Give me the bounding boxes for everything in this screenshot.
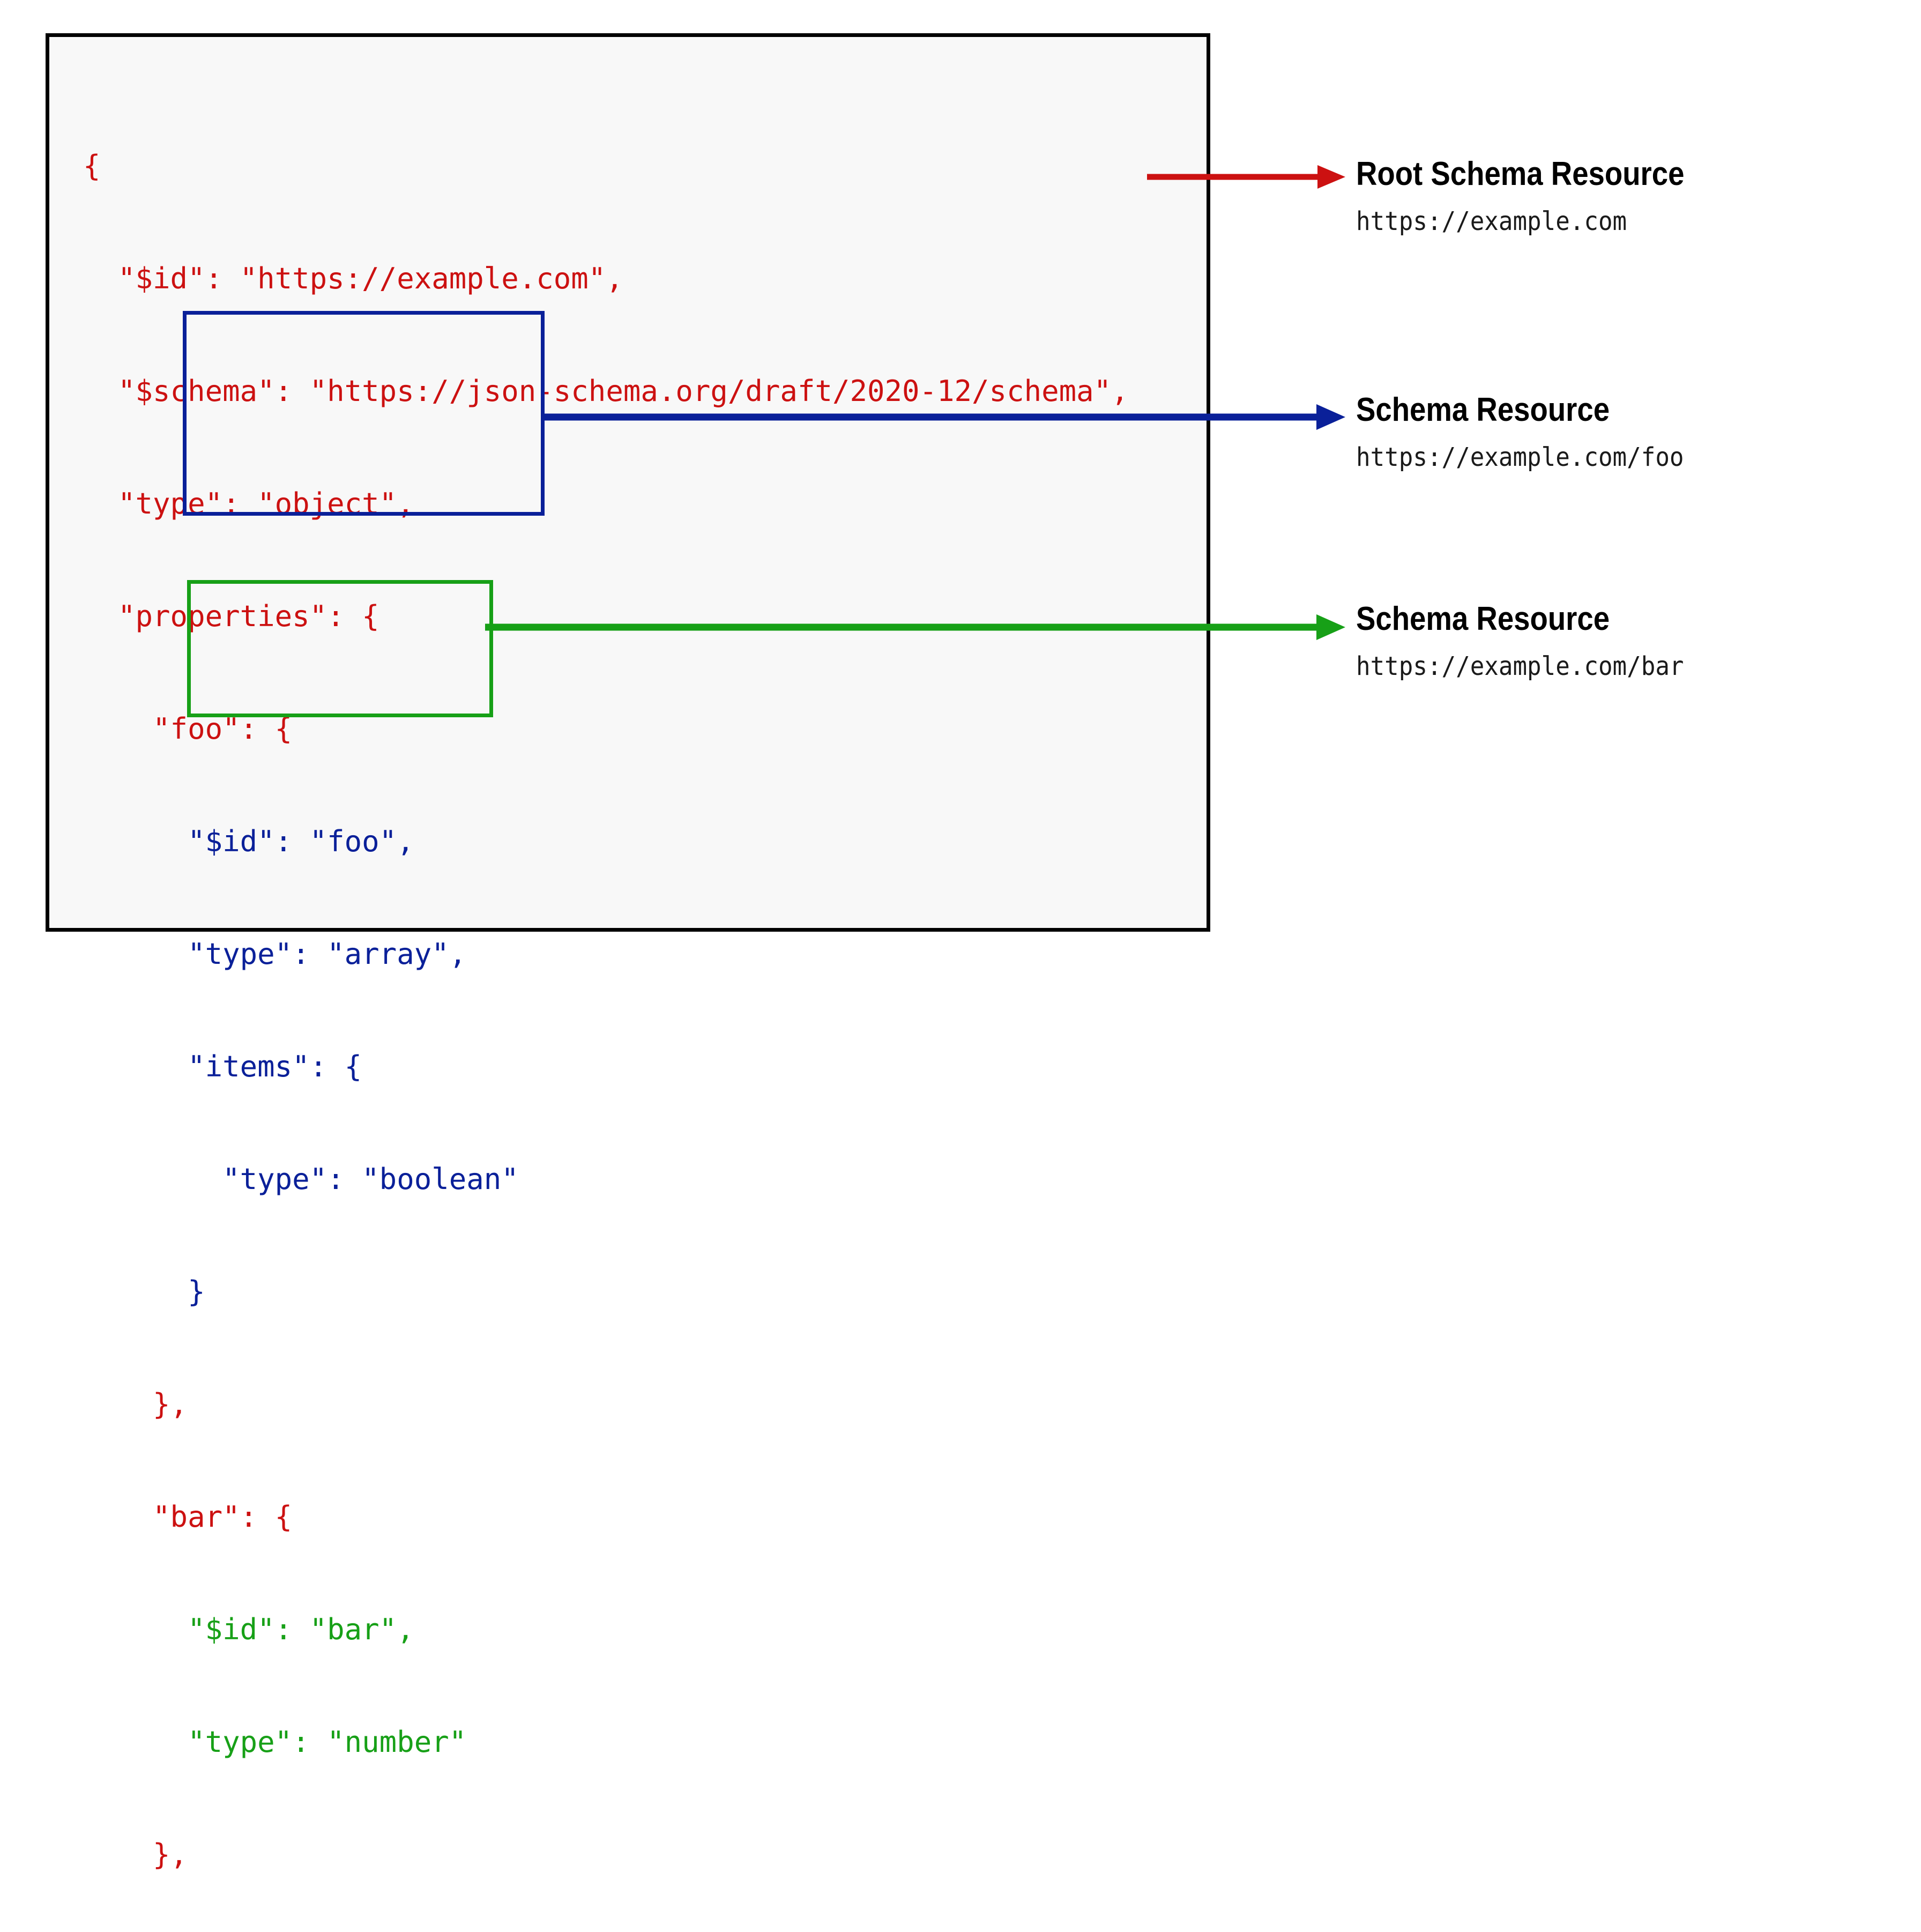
code-line: "type": "array", — [83, 937, 467, 971]
code-line: } — [83, 1275, 205, 1309]
code-panel: { "$id": "https://example.com", "$schema… — [46, 33, 1210, 1871]
callout-title: Schema Resource — [1356, 600, 1610, 637]
callout-url: https://example.com — [1356, 206, 1627, 236]
code-line: "foo": { — [83, 712, 293, 746]
code-line: "items": { — [83, 1050, 362, 1083]
root-schema-arrow — [1147, 161, 1345, 193]
code-line: }, — [83, 1387, 188, 1421]
code-line: "bar": { — [83, 1500, 293, 1534]
code-line: "type": "number" — [83, 1725, 467, 1759]
callout-url: https://example.com/bar — [1356, 651, 1684, 681]
bar-schema-resource-highlight-box — [187, 580, 493, 717]
callout-url: https://example.com/foo — [1356, 442, 1684, 472]
code-line: }, — [83, 1838, 188, 1871]
code-line: "$id": "bar", — [83, 1613, 414, 1646]
callout-foo-schema-resource: Schema Resource https://example.com/foo — [1356, 391, 1712, 474]
code-line: { — [83, 149, 101, 183]
foo-schema-arrow — [543, 401, 1345, 433]
callout-title: Schema Resource — [1356, 391, 1610, 428]
callout-title: Root Schema Resource — [1356, 155, 1685, 192]
bar-schema-arrow — [485, 611, 1345, 643]
code-line: "type": "boolean" — [83, 1162, 519, 1196]
callout-root-schema-resource: Root Schema Resource https://example.com — [1356, 155, 1729, 238]
code-line: "properties": { — [83, 599, 379, 633]
code-line: "$id": "https://example.com", — [83, 262, 623, 295]
callout-bar-schema-resource: Schema Resource https://example.com/bar — [1356, 600, 1712, 683]
code-line: "$schema": "https://json-schema.org/draf… — [83, 374, 1129, 408]
foo-schema-resource-highlight-box — [183, 311, 545, 516]
code-line: "$id": "foo", — [83, 824, 414, 858]
